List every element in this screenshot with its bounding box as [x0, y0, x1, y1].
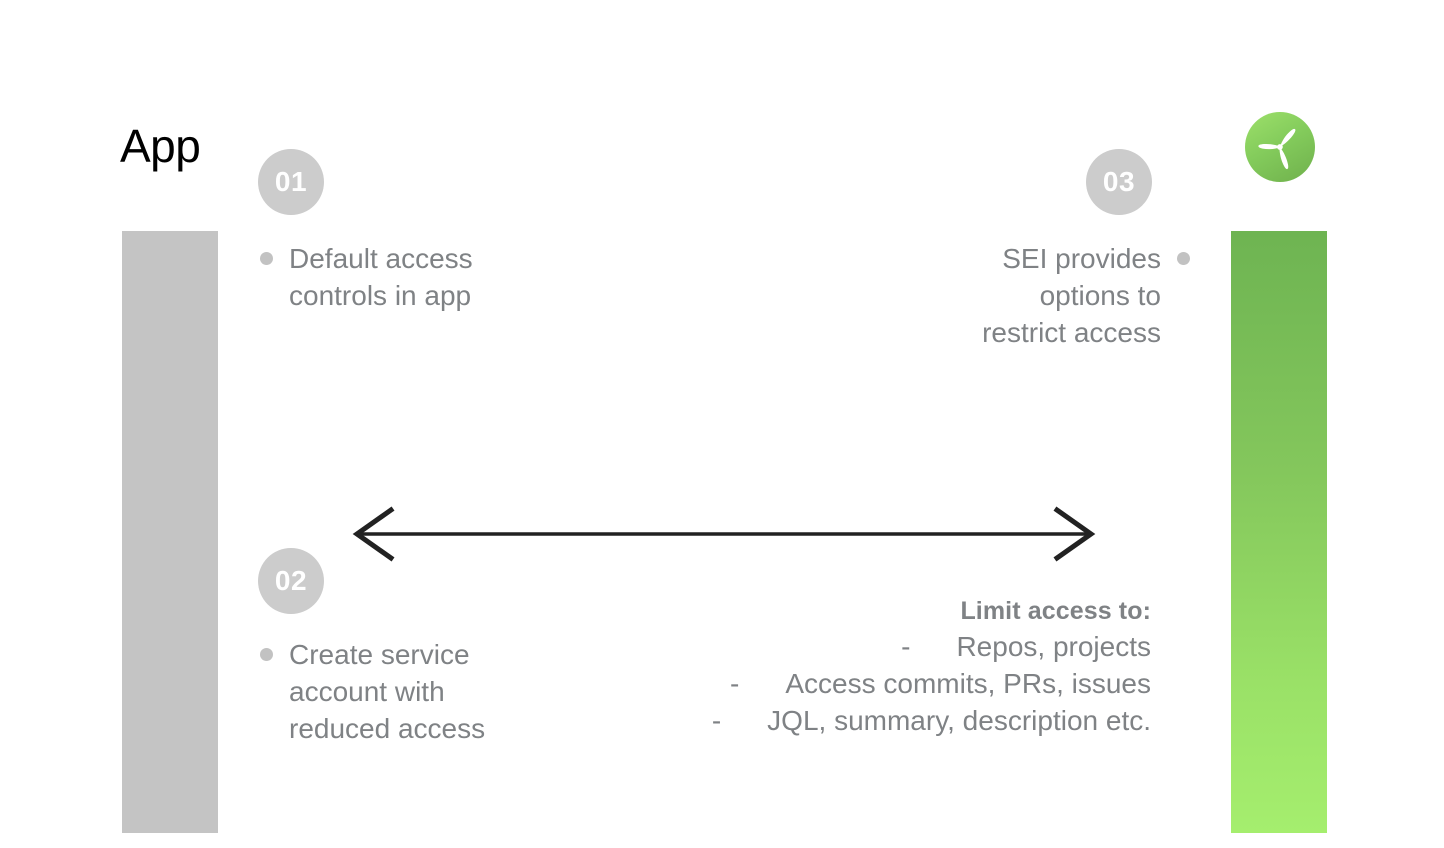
- bidirectional-arrow: [351, 505, 1097, 563]
- limit-access-item-text: JQL, summary, description etc.: [767, 705, 1151, 736]
- limit-access-item: - Repos, projects: [600, 628, 1151, 665]
- limit-access-item: - Access commits, PRs, issues: [600, 665, 1151, 702]
- step-badge-02: 02: [258, 548, 324, 614]
- bullet-dot-icon: [260, 648, 273, 661]
- step-badge-01: 01: [258, 149, 324, 215]
- limit-access-item-text: Repos, projects: [956, 631, 1151, 662]
- step-bullet-03-text: SEI provides options to restrict access: [982, 243, 1161, 348]
- propeller-logo-icon: [1245, 112, 1315, 182]
- dash-marker: -: [730, 668, 740, 699]
- step-bullet-02: Create service account with reduced acce…: [260, 636, 560, 747]
- page-title: App: [120, 120, 201, 172]
- step-bullet-02-text: Create service account with reduced acce…: [289, 639, 486, 744]
- limit-access-heading: Limit access to:: [960, 597, 1151, 625]
- limit-access-item: - JQL, summary, description etc.: [600, 702, 1151, 739]
- limit-access-item-text: Access commits, PRs, issues: [785, 668, 1151, 699]
- dash-marker: -: [711, 705, 722, 736]
- dash-marker: -: [901, 631, 911, 662]
- step-badge-03: 03: [1086, 149, 1152, 215]
- limit-access-list: Limit access to: - Repos, projects - Acc…: [600, 594, 1151, 739]
- bullet-dot-icon: [260, 252, 273, 265]
- step-bullet-01: Default access controls in app: [260, 240, 560, 314]
- step-bullet-01-text: Default access controls in app: [289, 243, 473, 311]
- app-side-bar: [122, 231, 218, 833]
- bullet-dot-icon: [1177, 252, 1190, 265]
- step-bullet-03: SEI provides options to restrict access: [900, 240, 1190, 351]
- sei-side-bar: [1231, 231, 1327, 833]
